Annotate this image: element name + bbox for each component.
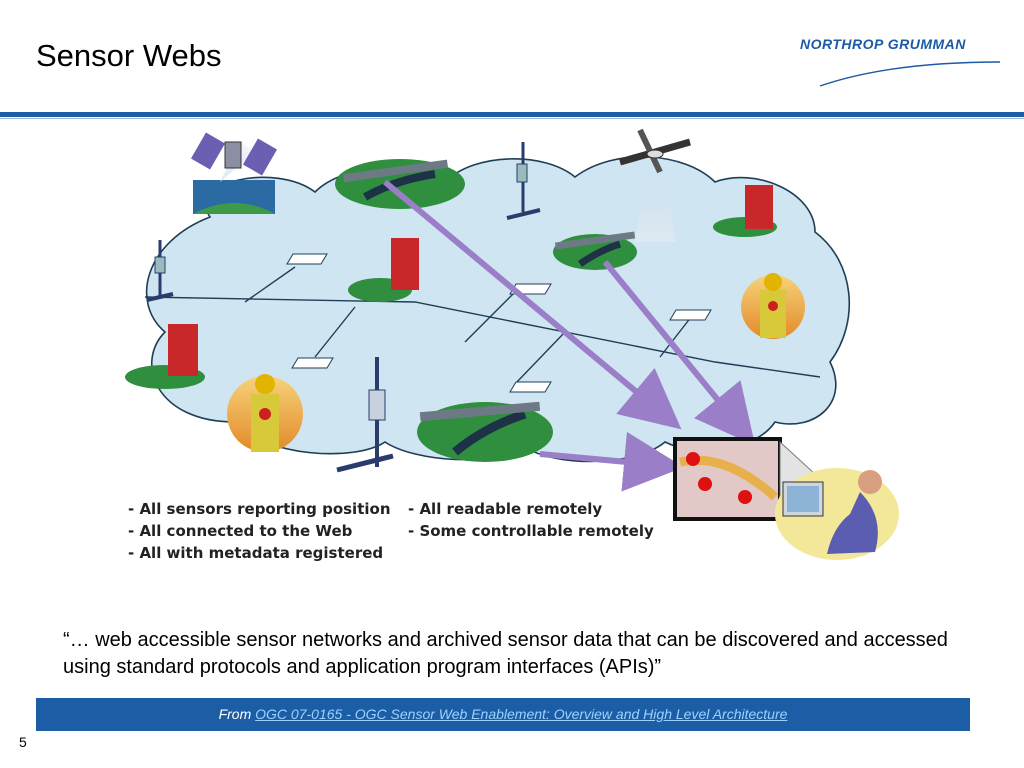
bullet-item: - All readable remotely [408,500,603,518]
bullet-item: - Some controllable remotely [408,522,654,540]
bullet-item: - All connected to the Web [128,522,353,540]
bullet-item: - All sensors reporting position [128,500,391,518]
source-link[interactable]: OGC 07-0165 - OGC Sensor Web Enablement:… [255,706,788,722]
firefighter-icon [227,273,805,452]
data-flow-arrows [383,179,756,492]
weather-station-icon [146,142,541,473]
source-footer: From OGC 07-0165 - OGC Sensor Web Enable… [36,698,970,731]
satellite-icon [190,132,278,214]
uav-icon [619,128,691,242]
map-display-icon [673,437,816,521]
sensor-bullets-right: - All readable remotely - Some controlla… [408,498,654,542]
bullet-item: - All with metadata registered [128,544,384,562]
footer-prefix: From [218,706,256,722]
header-divider [0,112,1024,117]
building-sensor-icon [125,185,777,389]
sensor-web-diagram [125,128,899,560]
northrop-grumman-logo: NORTHROP GRUMMAN [800,36,1005,87]
definition-quote: “… web accessible sensor networks and ar… [63,629,948,678]
analyst-at-computer-icon [775,468,899,560]
page-number: 5 [19,734,27,750]
slide-title: Sensor Webs [36,38,222,73]
traffic-camera-icon [335,159,637,462]
logo-text: NORTHROP GRUMMAN [800,36,966,52]
sensor-bullets-left: - All sensors reporting position - All c… [128,498,391,564]
header-divider-thin [0,118,1024,119]
logo-swoosh-icon [819,61,1001,87]
